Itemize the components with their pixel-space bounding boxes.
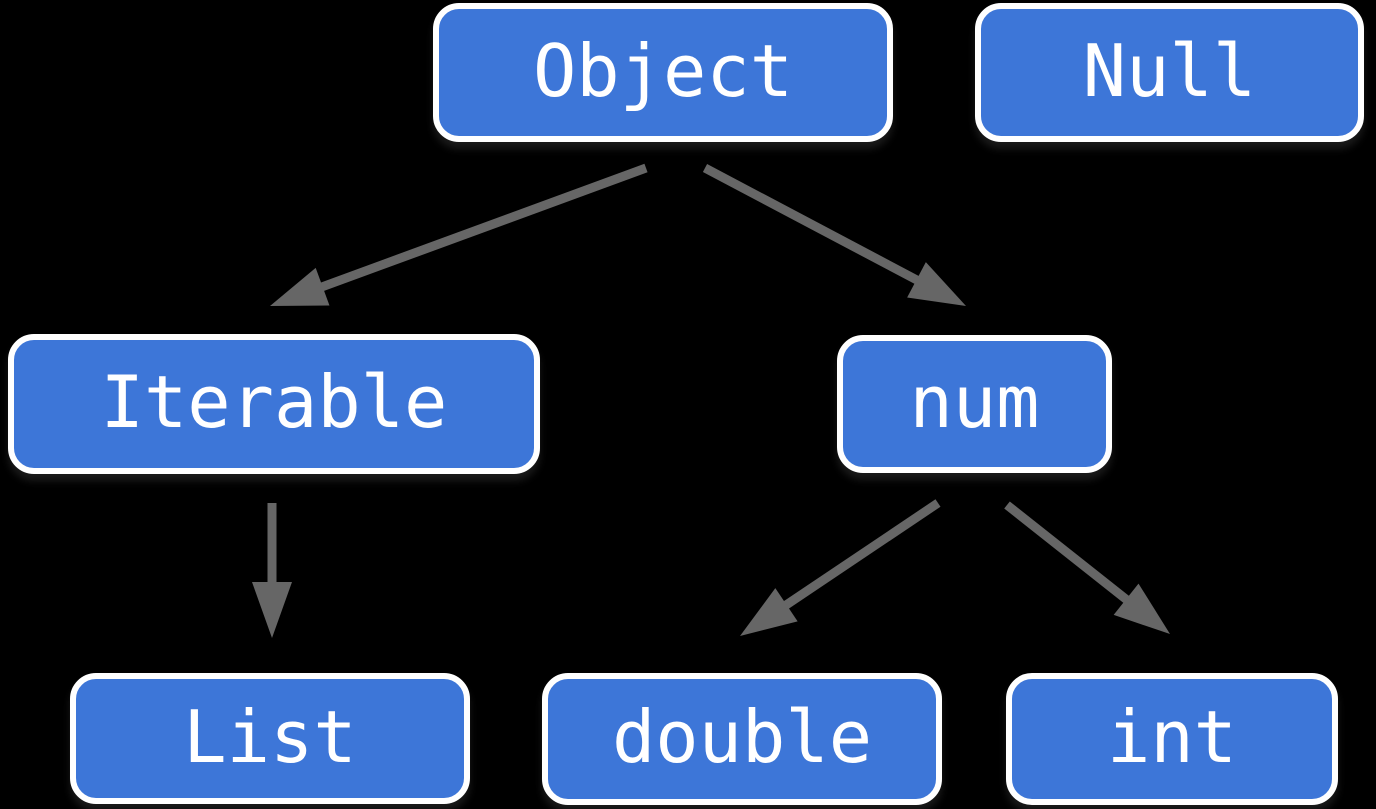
node-null-label: Null (1082, 28, 1257, 113)
node-num: num (837, 335, 1112, 473)
edge-arrowhead-num-int (1113, 583, 1170, 634)
node-double-label: double (611, 695, 873, 779)
edge-line-num-int (1004, 501, 1133, 606)
node-int-label: int (1106, 695, 1238, 779)
node-num-label: num (909, 360, 1040, 444)
edge-line-object-num (702, 164, 923, 286)
node-int: int (1006, 673, 1338, 805)
node-object-label: Object (532, 28, 794, 113)
edge-line-object-iterable (317, 163, 648, 293)
node-object: Object (433, 3, 893, 142)
edge-line-num-double (780, 499, 941, 611)
edge-arrowhead-object-iterable (270, 267, 330, 306)
node-double: double (542, 673, 942, 805)
node-iterable-label: Iterable (100, 360, 448, 444)
node-iterable: Iterable (8, 334, 540, 474)
node-list: List (70, 673, 470, 804)
node-null: Null (975, 3, 1364, 142)
node-list-label: List (183, 694, 357, 779)
edge-arrowhead-num-double (740, 588, 798, 636)
edge-arrowhead-object-num (907, 262, 966, 306)
edge-arrowhead-iterable-list (252, 582, 292, 638)
